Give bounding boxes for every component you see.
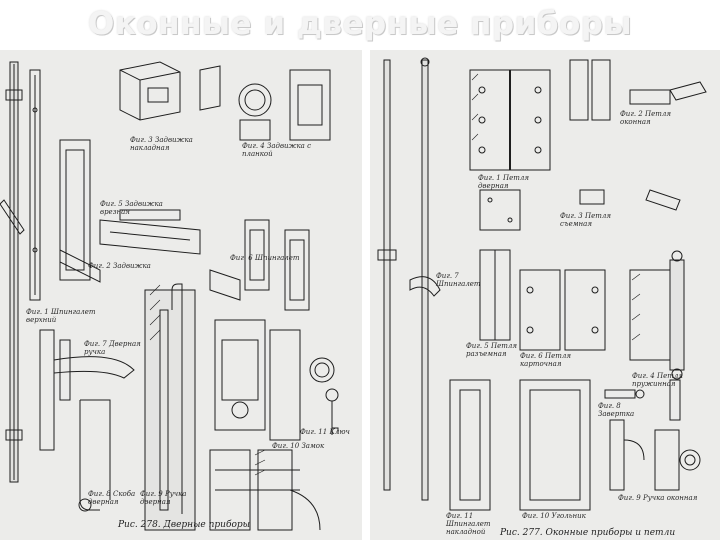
- page-title: Оконные и дверные приборы: [87, 6, 633, 42]
- label-fig2: Фиг. 2 Петля оконная: [620, 110, 671, 126]
- label-fig4: Фиг. 4 Задвижка с планкой: [242, 142, 311, 158]
- door-hardware-drawing: [0, 61, 339, 531]
- label-fig4: Фиг. 4 Петля пружинная: [632, 372, 683, 388]
- label-fig1: Фиг. 1 Шпингалет верхний: [26, 308, 96, 324]
- door-hardware-plate: Фиг. 1 Шпингалет верхний Фиг. 2 Задвижка…: [0, 50, 362, 540]
- label-fig11: Фиг. 11 Шпингалет накладной: [446, 512, 491, 536]
- label-fig8: Фиг. 8 Скоба дверная: [88, 490, 136, 506]
- label-fig3: Фиг. 3 Задвижка накладная: [130, 136, 193, 152]
- label-fig10: Фиг. 10 Угольник: [522, 512, 586, 520]
- window-hardware-caption: Рис. 277. Оконные приборы и петли: [500, 528, 676, 538]
- label-fig9: Фиг. 9 Ручка дверная: [140, 490, 187, 506]
- label-fig6: Фиг. 6 Петля карточная: [520, 352, 571, 368]
- door-hardware-caption: Рис. 278. Дверные приборы: [118, 520, 250, 530]
- label-fig5: Фиг. 5 Задвижка врезная: [100, 200, 163, 216]
- label-fig1: Фиг. 1 Петля дверная: [478, 174, 529, 190]
- label-fig7: Фиг. 7 Шпингалет: [436, 272, 481, 288]
- label-fig7: Фиг. 7 Дверная ручка: [84, 340, 141, 356]
- label-fig3: Фиг. 3 Петля съемная: [560, 212, 611, 228]
- label-fig8: Фиг. 8 Завертка: [598, 402, 635, 418]
- label-fig11: Фиг. 11 Ключ: [300, 428, 350, 436]
- window-hardware-drawing: [377, 57, 707, 511]
- label-fig2: Фиг. 2 Задвижка: [88, 262, 151, 270]
- label-fig10: Фиг. 10 Замок: [272, 442, 325, 450]
- label-fig6: Фиг. 6 Шпингалет: [230, 254, 300, 262]
- window-hardware-plate: Фиг. 1 Петля дверная Фиг. 2 Петля оконна…: [370, 50, 720, 540]
- label-fig5: Фиг. 5 Петля разъемная: [466, 342, 517, 358]
- label-fig9: Фиг. 9 Ручка оконная: [618, 494, 698, 502]
